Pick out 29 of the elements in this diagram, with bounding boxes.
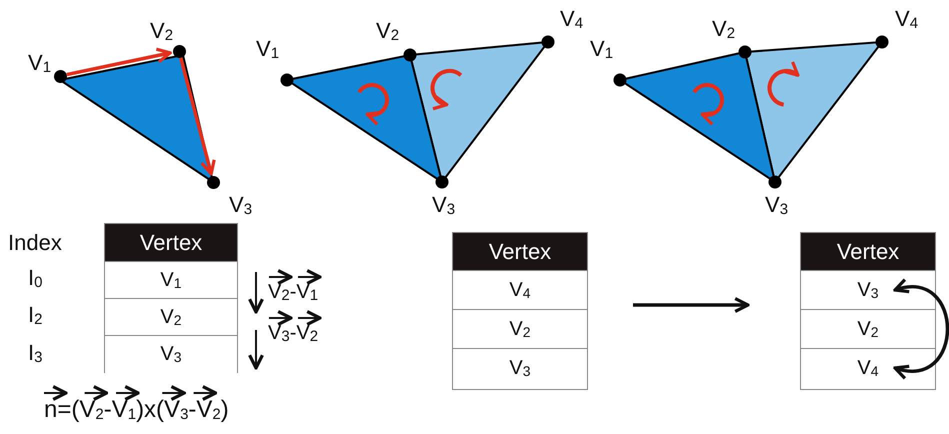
vertex-label: V$_{3}$ xyxy=(432,194,456,217)
vertex-table xyxy=(104,223,238,373)
vertex-label: V$_{2}$ xyxy=(712,18,736,41)
index-label: I$_{3}$ xyxy=(28,342,42,365)
vertex-label: V$_{4}$ xyxy=(895,8,918,31)
vertex-label: V$_{3}$ xyxy=(229,194,252,217)
vertex-label: V$_{1}$ xyxy=(256,38,280,61)
vertex-label: V$_{2}$ xyxy=(376,20,400,43)
formula: n=(V$_{2}$-V$_{1}$)x(V$_{3}$-V$_{2}$) xyxy=(44,398,229,422)
table-header: Vertex xyxy=(453,233,587,270)
arrow xyxy=(893,280,949,378)
index-label: I$_{0}$ xyxy=(28,267,42,290)
vertex-label: V$_{2}$ xyxy=(150,20,174,43)
vertex-label: V$_{4}$ xyxy=(560,8,584,31)
table-cell: V$_{3}$ xyxy=(105,335,237,373)
table-header: Vertex xyxy=(801,233,935,270)
vector-difference: V$_{2}$-V$_{1}$ xyxy=(268,282,318,303)
table-header: Vertex xyxy=(105,224,237,261)
arrow xyxy=(633,297,750,313)
column-heading: Index xyxy=(8,232,62,254)
vertex-table xyxy=(452,232,588,390)
vertex-label: V$_{3}$ xyxy=(765,194,788,217)
vertex-label: V$_{1}$ xyxy=(28,52,52,75)
vertex-label: V$_{1}$ xyxy=(590,38,614,61)
index-label: I$_{2}$ xyxy=(28,304,42,327)
arrow xyxy=(66,48,172,76)
vertex-table xyxy=(800,232,936,390)
vector-difference: V$_{3}$-V$_{2}$ xyxy=(268,323,318,344)
arrow xyxy=(179,57,216,176)
